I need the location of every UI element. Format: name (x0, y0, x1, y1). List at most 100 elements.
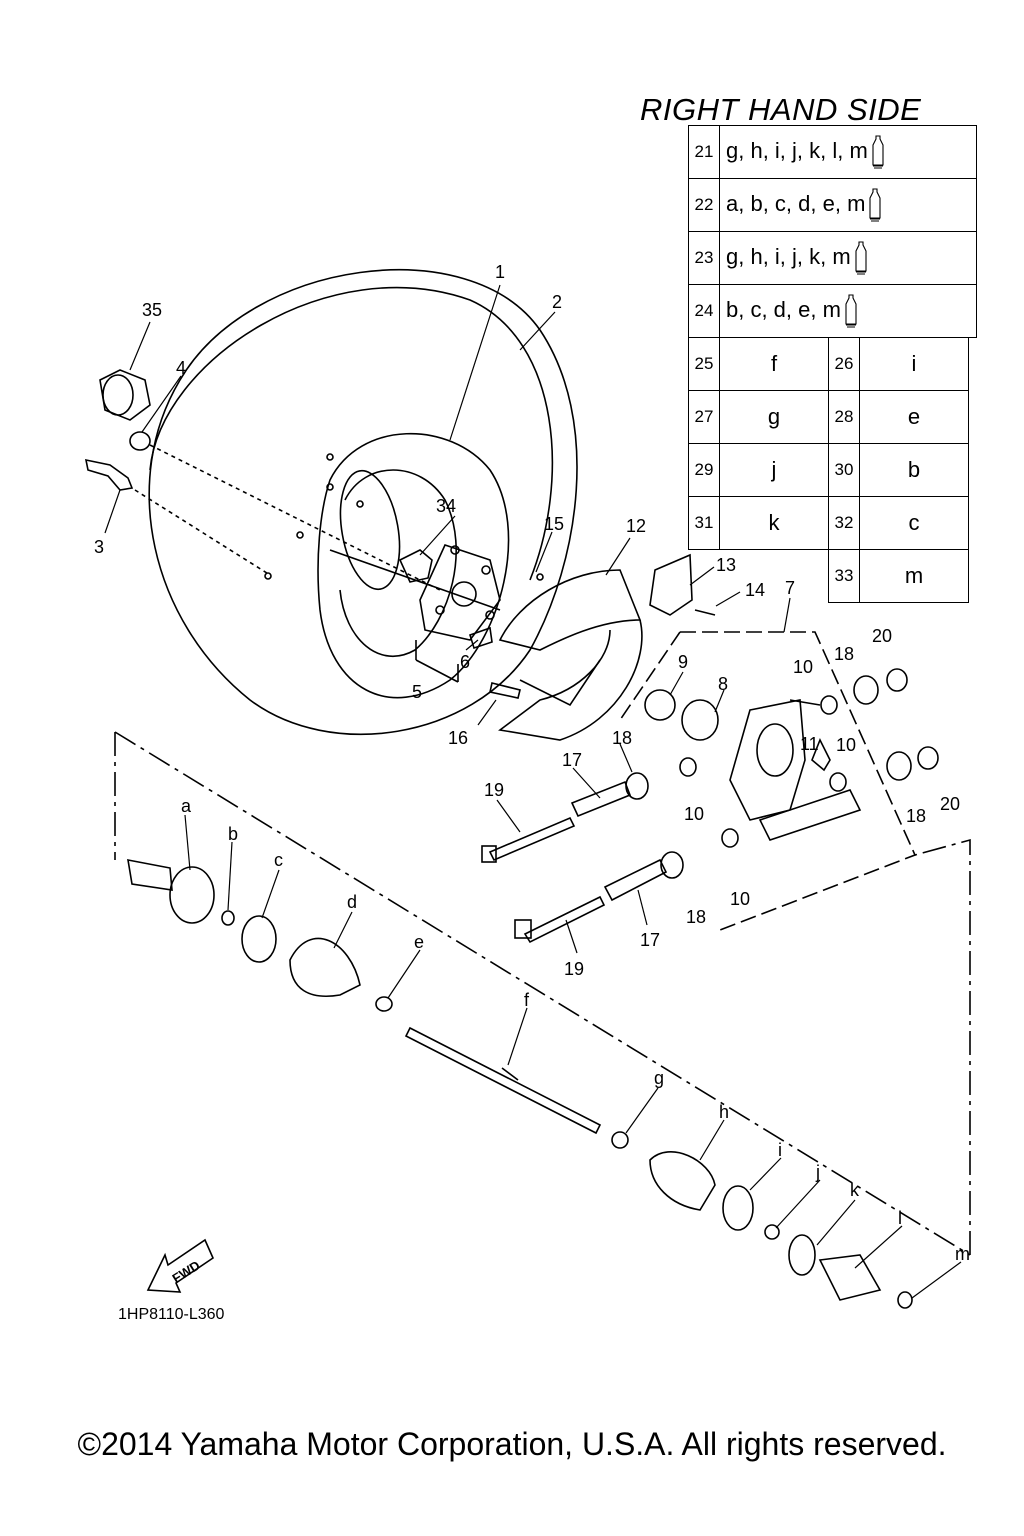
table-parts: g, h, i, j, k, m (719, 231, 977, 285)
callout-17b: 17 (640, 930, 660, 950)
table-parts: b, c, d, e, m (719, 284, 977, 338)
page-title: RIGHT HAND SIDE (640, 92, 922, 127)
driveshaft-envelope (114, 731, 971, 1256)
table-parts-text: g, h, i, j, k, l, m (726, 137, 868, 163)
callout-j: j (815, 1162, 820, 1182)
table-value: j (719, 443, 829, 497)
table-num: 29 (688, 443, 720, 497)
table-parts-text: a, b, c, d, e, m (726, 190, 866, 216)
callout-b: b (228, 824, 238, 844)
fwd-label: FWD (170, 1258, 203, 1286)
callout-d: d (347, 892, 357, 912)
table-num: 32 (828, 496, 860, 550)
callout-2: 2 (552, 292, 562, 312)
table-num: 23 (688, 231, 720, 285)
callout-18b: 18 (834, 644, 854, 664)
knuckle-assembly (619, 631, 939, 931)
callout-18d: 18 (686, 907, 706, 927)
table-row: 33 m (828, 549, 969, 603)
callout-k: k (850, 1180, 860, 1200)
table-parts: a, b, c, d, e, m (719, 178, 977, 232)
callout-16: 16 (448, 728, 468, 748)
callout-15: 15 (544, 514, 564, 534)
callout-6: 6 (460, 652, 470, 672)
callout-10d: 10 (730, 889, 750, 909)
table-num: 31 (688, 496, 720, 550)
callout-l: l (898, 1208, 902, 1228)
callout-e: e (414, 932, 424, 952)
table-parts-text: g, h, i, j, k, m (726, 243, 851, 269)
cv-outer-joint (127, 858, 393, 1012)
callout-8: 8 (718, 674, 728, 694)
diagram-code: 1HP8110-L360 (118, 1306, 225, 1323)
tire-wheel (148, 269, 578, 736)
table-parts-text: b, c, d, e, m (726, 296, 841, 322)
callout-10c: 10 (684, 804, 704, 824)
callout-i: i (778, 1140, 782, 1160)
callout-20: 20 (872, 626, 892, 646)
callout-c: c (274, 850, 283, 870)
callout-f: f (524, 990, 530, 1010)
callout-m: m (955, 1244, 970, 1264)
valve-stem-parts (84, 369, 441, 591)
callout-1: 1 (495, 262, 505, 282)
callout-a: a (181, 796, 192, 816)
callout-20b: 20 (940, 794, 960, 814)
callout-9: 9 (678, 652, 688, 672)
table-value: e (859, 390, 969, 444)
table-num: 33 (828, 549, 860, 603)
leader-lines (104, 284, 962, 1299)
copyright-footer: ©2014 Yamaha Motor Corporation, U.S.A. A… (77, 1426, 947, 1462)
table-num: 26 (828, 337, 860, 391)
table-value: g (719, 390, 829, 444)
callout-14: 14 (745, 580, 765, 600)
callout-5: 5 (412, 682, 422, 702)
table-value: i (859, 337, 969, 391)
callout-12: 12 (626, 516, 646, 536)
callout-35: 35 (142, 300, 162, 320)
callout-13: 13 (716, 555, 736, 575)
axle-shaft (404, 1026, 602, 1135)
grease-tube-icon (865, 188, 881, 222)
table-num: 21 (688, 125, 720, 179)
table-num: 28 (828, 390, 860, 444)
callout-19: 19 (484, 780, 504, 800)
table-value: k (719, 496, 829, 550)
callout-7: 7 (785, 578, 795, 598)
bolts-collars (481, 682, 668, 944)
callout-18: 18 (612, 728, 632, 748)
callout-19b: 19 (564, 959, 584, 979)
table-value: b (859, 443, 969, 497)
grease-tube-icon (851, 241, 867, 275)
fwd-arrow-icon: FWD (146, 1238, 215, 1293)
callout-34: 34 (436, 496, 456, 516)
table-parts: g, h, i, j, k, l, m (719, 125, 977, 179)
callout-11: 11 (800, 734, 819, 754)
wheel-hub (329, 544, 501, 683)
table-value: c (859, 496, 969, 550)
table-num: 22 (688, 178, 720, 232)
disc-guard (498, 569, 643, 741)
callout-10b: 10 (836, 735, 856, 755)
callout-18c: 18 (906, 806, 926, 826)
callout-3: 3 (94, 537, 104, 557)
cv-inner-joint (611, 1131, 913, 1309)
sensor-bracket (649, 553, 716, 616)
callout-g: g (654, 1068, 664, 1088)
callout-h: h (719, 1102, 729, 1122)
table-num: 27 (688, 390, 720, 444)
callout-4: 4 (176, 358, 186, 378)
table-num: 24 (688, 284, 720, 338)
table-num: 25 (688, 337, 720, 391)
